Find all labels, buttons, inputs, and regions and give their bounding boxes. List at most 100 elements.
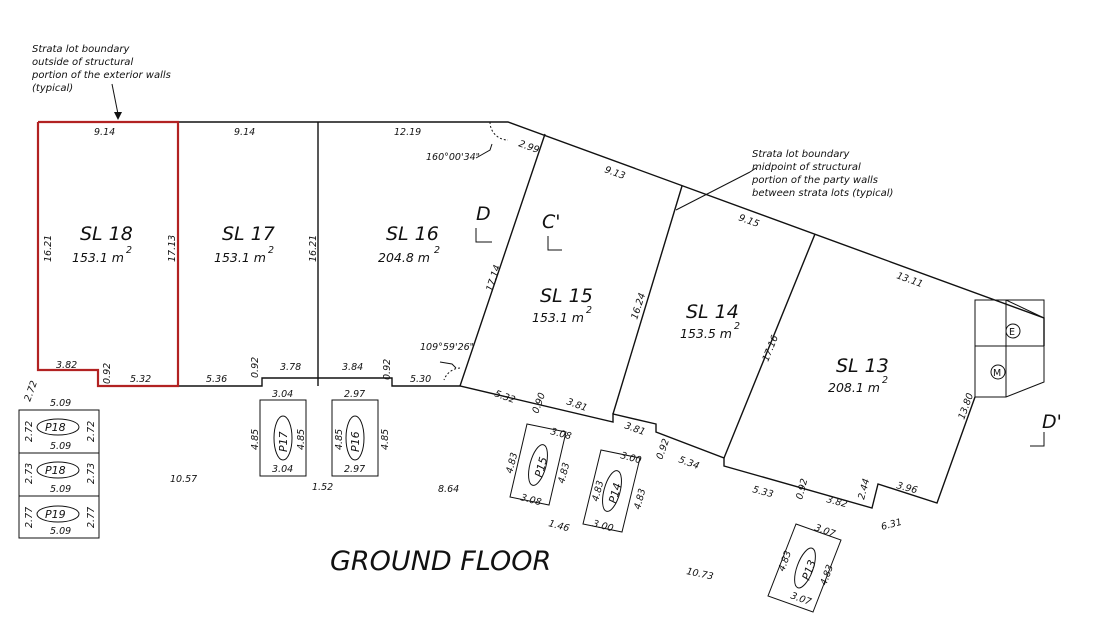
note-line: (typical) — [32, 83, 73, 94]
note-line: between strata lots (typical) — [752, 188, 893, 199]
electrical-room-label: E — [1009, 327, 1015, 338]
dimension: 3.96 — [895, 480, 918, 496]
dimension: 0.92 — [382, 359, 393, 380]
parking-stall-label: P13 — [800, 558, 819, 582]
utility-rooms: E M — [990, 323, 1021, 380]
lot-id: SL 14 — [686, 301, 739, 323]
drawing-title: GROUND FLOOR — [330, 546, 551, 577]
area-exponent: 2 — [586, 305, 592, 316]
lot-area: 153.1 m — [214, 250, 266, 265]
dimension: 9.14 — [234, 127, 255, 138]
leader-lines — [111, 83, 757, 369]
dimension-labels: 9.14 9.14 12.19 2.99 9.13 9.15 13.11 16.… — [22, 127, 976, 608]
parking-stall-label: P18 — [45, 464, 66, 477]
area-exponent: 2 — [882, 375, 888, 386]
dimension: 3.81 — [623, 420, 647, 438]
dimension: 5.34 — [677, 454, 701, 472]
dimension: 17.13 — [167, 235, 178, 262]
area-exponent: 2 — [126, 245, 132, 256]
dimension: 3.82 — [825, 494, 848, 510]
parking-stall-label: P17 — [277, 431, 290, 452]
lot-area: 153.5 m — [680, 326, 732, 341]
dimension: 16.21 — [308, 235, 319, 262]
parking-stall-label: P19 — [45, 508, 66, 521]
angle-label: 160°00'34" — [426, 152, 480, 163]
dimension: 2.97 — [344, 389, 365, 400]
dimension: 2.99 — [517, 138, 541, 156]
dimension: 16.21 — [43, 235, 54, 262]
dimension: 3.08 — [549, 426, 572, 442]
parking-stall-label: P14 — [606, 481, 624, 504]
dimension: 6.31 — [880, 517, 903, 533]
note-line: portion of the party walls — [751, 175, 878, 186]
meter-room-label: M — [993, 368, 1001, 379]
lot-id: SL 16 — [386, 223, 439, 245]
section-c-label: C' — [542, 211, 561, 233]
party-wall-note: Strata lot boundary midpoint of structur… — [751, 149, 893, 199]
dimension: 3.82 — [56, 360, 77, 371]
dimension: 4.85 — [296, 429, 307, 450]
lot-area: 204.8 m — [378, 250, 430, 265]
lot-area: 153.1 m — [72, 250, 124, 265]
parking-stall-label: P18 — [45, 421, 66, 434]
dimension: 9.13 — [603, 164, 627, 182]
note-line: outside of structural — [32, 57, 133, 68]
dimension: 5.09 — [50, 484, 71, 495]
area-exponent: 2 — [434, 245, 440, 256]
dimension: 5.09 — [50, 526, 71, 537]
lot-area: 153.1 m — [532, 310, 584, 325]
dimension: 0.90 — [530, 391, 548, 415]
parking-left: P18 P18 P19 — [18, 409, 100, 539]
dimension: 3.04 — [272, 389, 293, 400]
dimension: 5.30 — [410, 374, 431, 385]
lot-labels: SL 18 153.1 m 2 SL 17 153.1 m 2 SL 16 20… — [72, 223, 889, 395]
dimension: 2.72 — [24, 421, 35, 442]
dimension: 4.83 — [556, 461, 572, 484]
dimension: 2.97 — [344, 464, 365, 475]
dimension: 5.09 — [50, 398, 71, 409]
dimension: 3.08 — [519, 492, 542, 508]
lot-id: SL 13 — [836, 355, 889, 377]
dimension: 3.07 — [813, 522, 837, 540]
dimension: 0.92 — [250, 357, 261, 378]
dimension: 17.16 — [761, 334, 781, 363]
dimension: 3.78 — [280, 362, 301, 373]
dimension: 3.04 — [272, 464, 293, 475]
dimension: 2.72 — [86, 421, 97, 442]
dimension: 0.92 — [794, 477, 810, 500]
lot-id: SL 15 — [540, 285, 593, 307]
dimension: 4.83 — [818, 563, 836, 587]
parking-stall-label: P16 — [349, 431, 362, 452]
dimension: 9.14 — [94, 127, 115, 138]
sl18-boundary — [36, 120, 180, 388]
dimension: 5.09 — [50, 441, 71, 452]
dimension: 1.46 — [547, 518, 570, 534]
dimension: 2.72 — [22, 379, 40, 403]
dimension: 3.07 — [789, 590, 813, 608]
dimension: 2.73 — [86, 463, 97, 484]
area-exponent: 2 — [268, 245, 274, 256]
area-exponent: 2 — [734, 321, 740, 332]
dimension: 0.92 — [654, 437, 672, 461]
dimension: 13.11 — [895, 270, 924, 290]
dimension: 8.64 — [438, 484, 459, 495]
dimension: 4.85 — [380, 429, 391, 450]
dimension: 13.80 — [956, 392, 976, 421]
dimension: 10.73 — [685, 566, 714, 582]
section-markers: D C' D' — [475, 203, 1062, 447]
dimension: 3.00 — [619, 450, 642, 466]
dimension: 2.44 — [856, 477, 872, 500]
dimension: 3.00 — [591, 518, 614, 534]
exterior-wall-note: Strata lot boundary outside of structura… — [31, 44, 171, 94]
angle-label: 109°59'26" — [420, 342, 474, 353]
dimension: 4.83 — [776, 549, 794, 573]
dimension: 2.77 — [24, 507, 35, 528]
dimension: 9.15 — [737, 212, 761, 230]
dimension: 4.83 — [590, 479, 606, 502]
dimension: 5.32 — [130, 374, 151, 385]
dimension: 5.32 — [493, 388, 517, 406]
lot-id: SL 17 — [222, 223, 275, 245]
note-line: Strata lot boundary — [32, 44, 130, 55]
dimension: 12.19 — [394, 127, 421, 138]
